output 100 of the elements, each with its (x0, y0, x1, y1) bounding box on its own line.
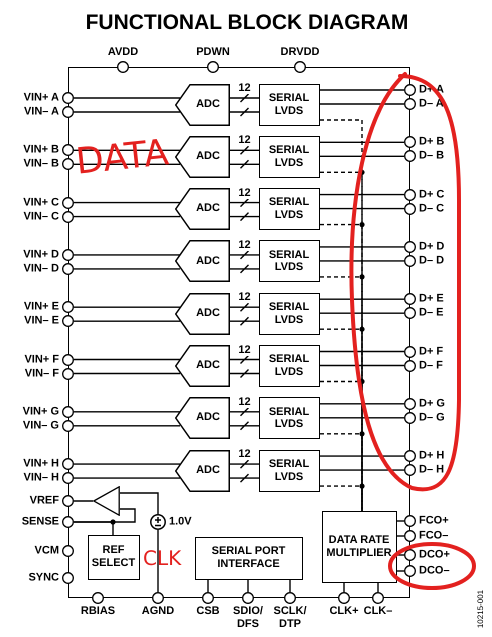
connector-line (320, 142, 404, 143)
pin-label: VREF (30, 494, 59, 508)
connector-line (74, 150, 180, 151)
connector-line (320, 364, 404, 366)
connector-line (74, 306, 180, 308)
pin-circle (62, 158, 74, 170)
pin-circle (404, 464, 416, 476)
pin-label: D– B (419, 150, 444, 163)
adc-block: ADC (174, 240, 230, 282)
edge-label: 12 (237, 83, 252, 94)
pin-circle (92, 592, 104, 604)
pin-label: RBIAS (80, 605, 116, 618)
function-block: SERIAL LVDS (258, 345, 320, 387)
pin-label: DCO– (419, 564, 450, 578)
pin-circle (294, 61, 306, 73)
dashed-connector (320, 485, 363, 511)
connector-line (74, 425, 180, 426)
connector-line (74, 463, 180, 465)
pin-label: SENSE (22, 515, 59, 529)
connector-line (320, 469, 404, 471)
diagram-title: FUNCTIONAL BLOCK DIAGRAM (84, 12, 410, 33)
connector-line (229, 407, 260, 416)
pin-label: VIN– E (24, 314, 59, 328)
pin-label: VIN+ C (23, 196, 59, 210)
pin-circle (404, 293, 416, 306)
pin-label: D– D (419, 254, 444, 268)
pin-circle (117, 61, 129, 73)
edge-label: 12 (237, 135, 252, 146)
connector-line (229, 93, 260, 103)
pin-circle (404, 412, 416, 424)
connector-line (229, 107, 260, 117)
pin-circle (62, 495, 74, 507)
pin-circle (404, 398, 416, 410)
pin-circle (62, 516, 74, 528)
pin-label: DCO+ (419, 548, 450, 562)
pin-label: FCO– (419, 529, 448, 543)
pin-label: D+ H (419, 450, 444, 463)
pin-label: D– C (419, 202, 444, 216)
connector-line (320, 194, 404, 196)
pin-label: VIN– D (24, 262, 59, 276)
pin-circle (284, 592, 296, 604)
pin-label: VIN+ F (24, 352, 59, 366)
edge-label: 12 (237, 449, 252, 460)
pin-circle (404, 346, 416, 358)
pin-label: VIN+ D (23, 248, 59, 262)
connector-line (74, 477, 180, 479)
function-block: SERIAL LVDS (258, 240, 320, 282)
pin-circle (404, 98, 416, 110)
chip-outline (68, 67, 410, 598)
connector-line (229, 250, 260, 260)
connector-line (229, 146, 260, 155)
connector-line (74, 202, 180, 204)
pin-circle (404, 240, 416, 253)
pin-circle (404, 188, 416, 201)
pin-label: D+ F (419, 344, 444, 358)
pin-circle (404, 515, 416, 527)
connector-line (229, 316, 260, 326)
connector-line (229, 421, 260, 430)
pin-circle (202, 592, 214, 604)
edge-label: 12 (237, 188, 252, 199)
pin-circle (404, 136, 416, 148)
pin-circle (62, 106, 74, 118)
pin-label: VCM (34, 544, 59, 558)
connector-line (74, 97, 180, 99)
pin-label: D+ E (419, 292, 444, 306)
pin-label: D+ C (419, 188, 444, 202)
function-block: SERIAL LVDS (258, 450, 320, 492)
pin-circle (62, 248, 74, 261)
pin-label: D+ G (419, 397, 445, 410)
pin-circle (62, 420, 74, 432)
pin-label: D– E (419, 306, 444, 320)
pin-circle (404, 150, 416, 162)
function-block: SERIAL LVDS (258, 292, 320, 335)
connector-line (320, 417, 404, 418)
pin-circle (404, 202, 416, 215)
pin-circle (372, 592, 384, 604)
connector-line (320, 89, 404, 91)
pin-label: AVDD (108, 46, 138, 59)
connector-line (74, 254, 180, 256)
pin-circle (404, 549, 416, 561)
connector-line (320, 350, 404, 352)
connector-line (229, 459, 260, 469)
pin-circle (404, 565, 416, 577)
connector-line (74, 111, 180, 113)
pin-circle (242, 592, 254, 604)
connector-line (320, 260, 404, 262)
pin-circle (404, 84, 416, 96)
connector-line (74, 500, 93, 502)
pin-circle (62, 301, 74, 314)
connector-line (120, 492, 159, 514)
pin-circle (62, 354, 74, 366)
pin-label: VIN– F (24, 366, 59, 380)
pin-circle (62, 210, 74, 223)
adc-block: ADC (174, 136, 230, 178)
connector-line (74, 411, 180, 412)
pin-label: FCO+ (419, 514, 449, 528)
edge-label: 12 (237, 240, 252, 251)
pin-circle (404, 254, 416, 267)
connector-line (74, 521, 114, 535)
pin-label: 1.0V (169, 515, 192, 529)
